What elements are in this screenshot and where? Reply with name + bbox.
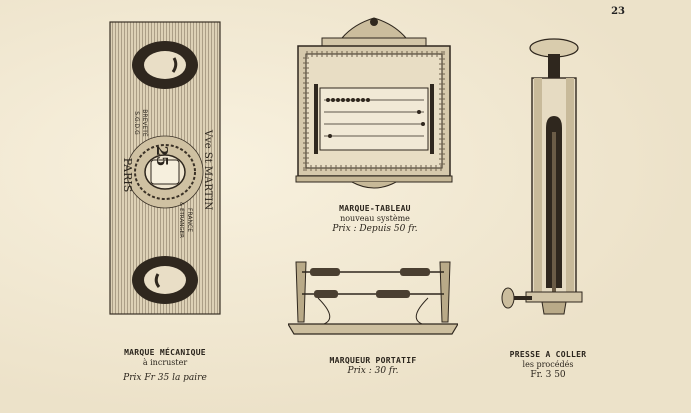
marque-mecanique-caption: MARQUE MÉCANIQUE à incruster Prix Fr 35 … — [90, 348, 240, 384]
marque-mecanique-subtitle: à incruster — [142, 358, 188, 367]
engraving-maker: Vve St MARTIN — [202, 129, 213, 210]
marqueur-portatif-caption: MARQUEUR PORTATIF Prix : 30 fr. — [298, 356, 448, 377]
counter-digits: 25 — [153, 146, 171, 167]
presse-a-coller-illustration — [501, 38, 583, 315]
presse-a-coller-title: PRESSE A COLLER — [509, 350, 587, 359]
marque-tableau-illustration — [295, 17, 453, 189]
marqueur-portatif-price: Prix : 30 fr. — [347, 366, 399, 376]
presse-a-coller-subtitle: les procédés — [522, 360, 574, 369]
page-number: 23 — [611, 6, 625, 17]
marqueur-portatif-title: MARQUEUR PORTATIF — [329, 356, 417, 365]
presse-a-coller-price: Fr. 3 50 — [530, 370, 566, 380]
marque-tableau-subtitle: nouveau système — [340, 214, 410, 223]
marque-mecanique-title: MARQUE MÉCANIQUE — [124, 348, 206, 357]
marque-tableau-title: MARQUE-TABLEAU — [339, 204, 411, 213]
marque-mecanique-illustration: 25 Vve St MARTIN PARIS BREVETÉ S.G.D.G F… — [109, 21, 221, 315]
engraving-france: FRANCE — [186, 208, 193, 232]
engraving-brevet: BREVETÉ — [141, 109, 149, 137]
marque-tableau-price: Prix : Depuis 50 fr. — [332, 224, 418, 234]
engraving-sgdg: S.G.D.G — [133, 111, 140, 135]
marque-mecanique-price: Prix Fr 35 la paire — [123, 373, 207, 383]
marque-tableau-caption: MARQUE-TABLEAU nouveau système Prix : De… — [300, 204, 450, 235]
presse-a-coller-caption: PRESSE A COLLER les procédés Fr. 3 50 — [478, 350, 618, 381]
engraving-etranger: & ÉTRANGER — [178, 202, 186, 238]
engraving-city: PARIS — [121, 158, 134, 193]
marqueur-portatif-illustration — [288, 261, 458, 335]
